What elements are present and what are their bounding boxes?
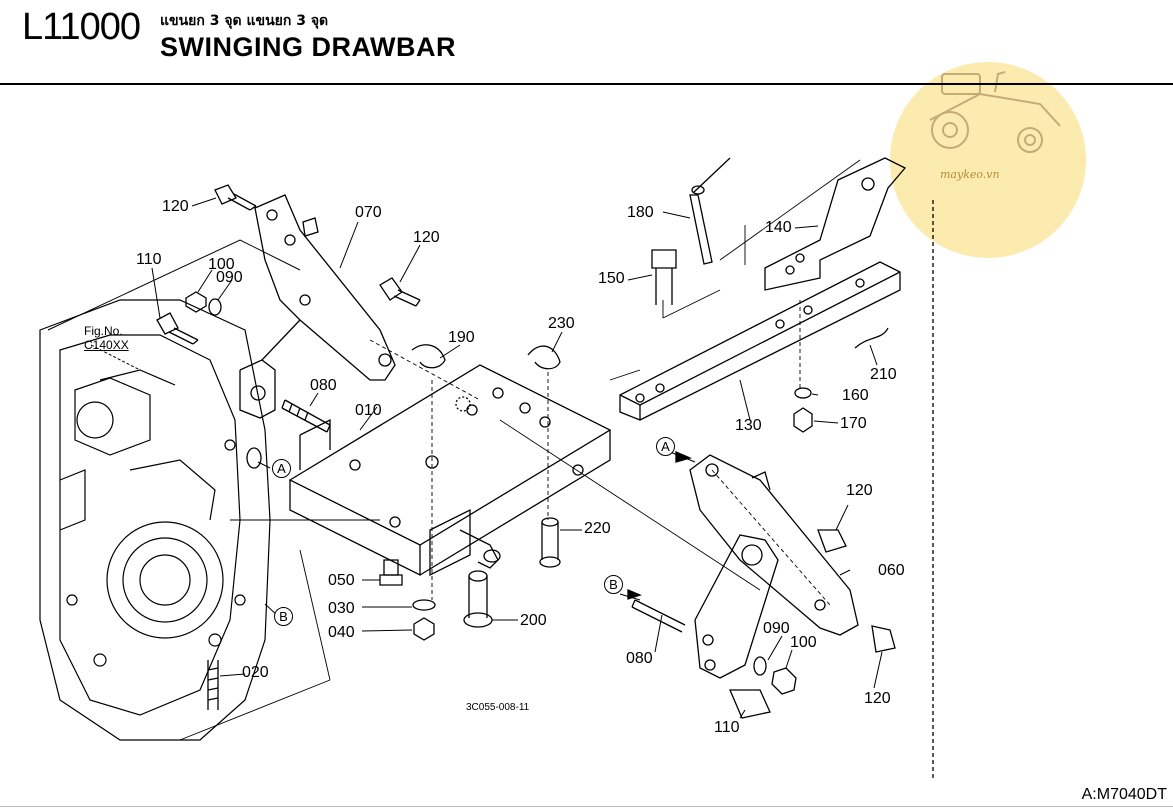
part-number-label: 210 <box>870 366 897 383</box>
stud-080-left <box>281 399 331 433</box>
bracket-010 <box>288 364 612 577</box>
bolt-110-left <box>156 312 199 345</box>
part-number-label: 150 <box>598 270 625 287</box>
stud-080-right <box>631 599 686 633</box>
circled-marker-b: B <box>604 575 623 594</box>
part-number-label: 170 <box>840 415 867 432</box>
nut-170 <box>793 407 813 433</box>
fig-ref-code: C140XX <box>84 338 129 352</box>
watermark-text: maykeo.vn <box>940 168 1000 181</box>
part-number-label: 090 <box>216 269 243 286</box>
part-number-label: 080 <box>310 377 337 394</box>
nut-100-right <box>771 667 797 695</box>
thai-title: แขนยก 3 จุด แขนยก 3 จุด <box>160 13 329 29</box>
page-title: SWINGING DRAWBAR <box>160 32 456 62</box>
part-number-label: 180 <box>627 204 654 221</box>
circled-marker-a: A <box>272 459 291 478</box>
bolt-120-upper-mid <box>379 277 421 307</box>
marker-arrows <box>627 451 692 600</box>
housing-outline-line <box>47 239 301 331</box>
part-number-label: 130 <box>735 417 762 434</box>
hidden-hole <box>455 396 471 412</box>
part-number-label: 080 <box>626 650 653 667</box>
pin-220 <box>539 517 561 568</box>
part-number-label: 100 <box>208 256 235 273</box>
stud-020 <box>207 660 219 710</box>
part-number-label: 120 <box>846 482 873 499</box>
clip-190 <box>411 344 446 369</box>
bolt-150 <box>651 249 677 305</box>
part-number-label: 220 <box>584 520 611 537</box>
header-divider <box>0 83 1173 85</box>
bolt-110-right <box>729 689 771 719</box>
page-code: L11000 <box>22 6 141 48</box>
pin-180 <box>689 157 731 265</box>
washer-160 <box>794 387 812 399</box>
part-number-label: 020 <box>242 664 269 681</box>
part-number-label: 060 <box>878 562 905 579</box>
footer-divider <box>0 806 1173 807</box>
construction-lines <box>179 159 861 741</box>
bolt-120-upper-left <box>214 184 257 211</box>
bolt-120-right-mid <box>817 529 847 553</box>
part-number-label: 110 <box>136 251 162 268</box>
washer-030 <box>412 599 436 611</box>
circled-marker-b: B <box>274 607 293 626</box>
nut-100-left <box>185 291 207 313</box>
part-number-label: 120 <box>864 690 891 707</box>
part-number-label: 140 <box>765 219 792 236</box>
clip-210 <box>854 327 889 349</box>
part-number-label: 110 <box>714 719 740 736</box>
hidden-lines <box>369 300 831 606</box>
leader-lines <box>90 197 883 719</box>
part-number-label: 030 <box>328 600 355 617</box>
part-number-label: 230 <box>548 315 575 332</box>
part-number-label: 120 <box>162 198 189 215</box>
pin-200 <box>463 570 493 628</box>
part-number-label: 040 <box>328 624 355 641</box>
washer-090-left <box>208 298 222 316</box>
bracket-070 <box>239 194 396 419</box>
part-number-label: 010 <box>355 402 382 419</box>
part-number-label: 190 <box>448 329 475 346</box>
fig-ref-label: Fig.No. <box>84 324 123 338</box>
bracket-060 <box>689 454 859 679</box>
part-number-label: 050 <box>328 572 355 589</box>
nut-040 <box>413 617 435 641</box>
drawbar-130 <box>619 261 901 421</box>
part-number-label: 090 <box>763 620 790 637</box>
footer-page-code: A:M7040DT <box>1081 786 1167 803</box>
part-number-label: 100 <box>790 634 817 651</box>
clip-230 <box>527 345 561 370</box>
drawing-number: 3C055-008-11 <box>466 702 530 713</box>
part-number-label: 200 <box>520 612 547 629</box>
tractor-watermark-icon <box>929 71 1061 153</box>
part-number-label: 070 <box>355 204 382 221</box>
bolt-120-right-low <box>871 625 896 653</box>
washer-a-left <box>246 447 262 469</box>
circled-marker-a: A <box>656 437 675 456</box>
washer-090-right <box>753 656 767 676</box>
part-number-label: 120 <box>413 229 440 246</box>
drawbar-140 <box>764 157 907 291</box>
part-number-label: 160 <box>842 387 869 404</box>
transmission-housing <box>39 299 271 741</box>
bolt-050 <box>379 559 403 586</box>
